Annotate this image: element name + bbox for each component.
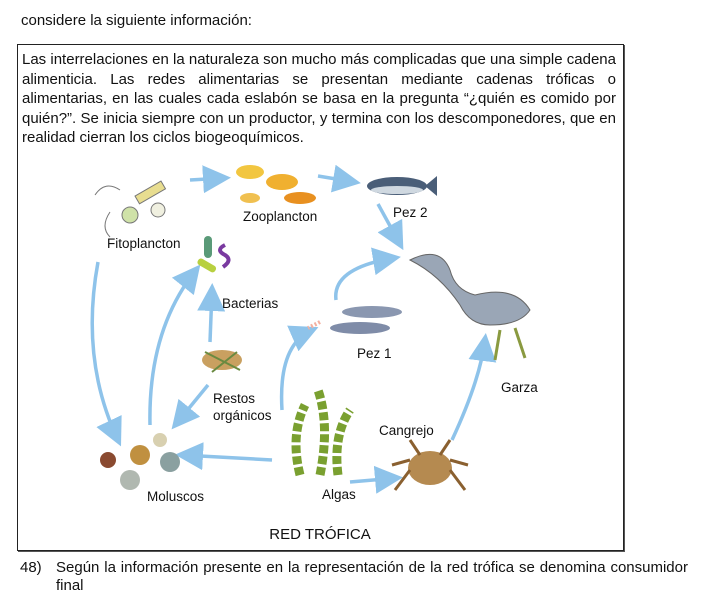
pez2-icon bbox=[367, 176, 437, 196]
arrow-algas-moluscos bbox=[175, 442, 273, 471]
arrow-zoo-pez2 bbox=[317, 164, 361, 193]
arrow-restos-moluscos bbox=[171, 383, 210, 430]
question-number: 48) bbox=[20, 559, 42, 576]
moluscos-icon bbox=[100, 433, 180, 490]
garza-icon bbox=[408, 253, 531, 361]
restos-organicos-icon bbox=[202, 350, 242, 373]
label-cangrejo: Cangrejo bbox=[379, 423, 434, 438]
zooplancton-icon bbox=[236, 165, 316, 204]
label-pez2: Pez 2 bbox=[393, 205, 428, 220]
arrow-fito-moluscos bbox=[90, 261, 122, 447]
algas-icon bbox=[291, 388, 354, 477]
label-zooplancton: Zooplancton bbox=[243, 209, 318, 224]
arrow-restos-bacterias bbox=[197, 283, 226, 343]
label-pez1: Pez 1 bbox=[357, 346, 392, 361]
arrow-fito-zoo bbox=[189, 165, 231, 194]
info-paragraph: Las interrelaciones en la naturaleza son… bbox=[22, 51, 616, 146]
label-bacterias: Bacterias bbox=[222, 296, 279, 311]
arrow-algas-cangrejo bbox=[349, 465, 403, 494]
label-restos-organicos: Restos orgánicos bbox=[213, 391, 272, 423]
cangrejo-icon bbox=[391, 439, 469, 491]
info-box bbox=[17, 44, 624, 551]
bacterias-icon bbox=[197, 236, 231, 273]
label-moluscos: Moluscos bbox=[147, 489, 205, 504]
arrow-restos-pez1 bbox=[279, 325, 319, 411]
arrow-moluscos-fito bbox=[148, 264, 201, 426]
label-algas: Algas bbox=[322, 487, 356, 502]
arrow-cangrejo-garza bbox=[450, 333, 497, 441]
label-garza: Garza bbox=[501, 380, 538, 395]
label-fitoplancton: Fitoplancton bbox=[107, 236, 181, 251]
arrow-pez1-garza bbox=[334, 247, 401, 301]
diagram-caption: RED TRÓFICA bbox=[269, 526, 371, 543]
arrow-pez2-garza bbox=[376, 203, 404, 251]
intro-text: considere la siguiente información: bbox=[21, 12, 252, 29]
pez1-icon bbox=[307, 306, 402, 334]
question-48: 48) Según la información presente en la … bbox=[20, 559, 688, 595]
fitoplancton-icon bbox=[94, 180, 167, 238]
arrows bbox=[90, 164, 497, 494]
question-text: Según la información presente en la repr… bbox=[56, 559, 688, 594]
